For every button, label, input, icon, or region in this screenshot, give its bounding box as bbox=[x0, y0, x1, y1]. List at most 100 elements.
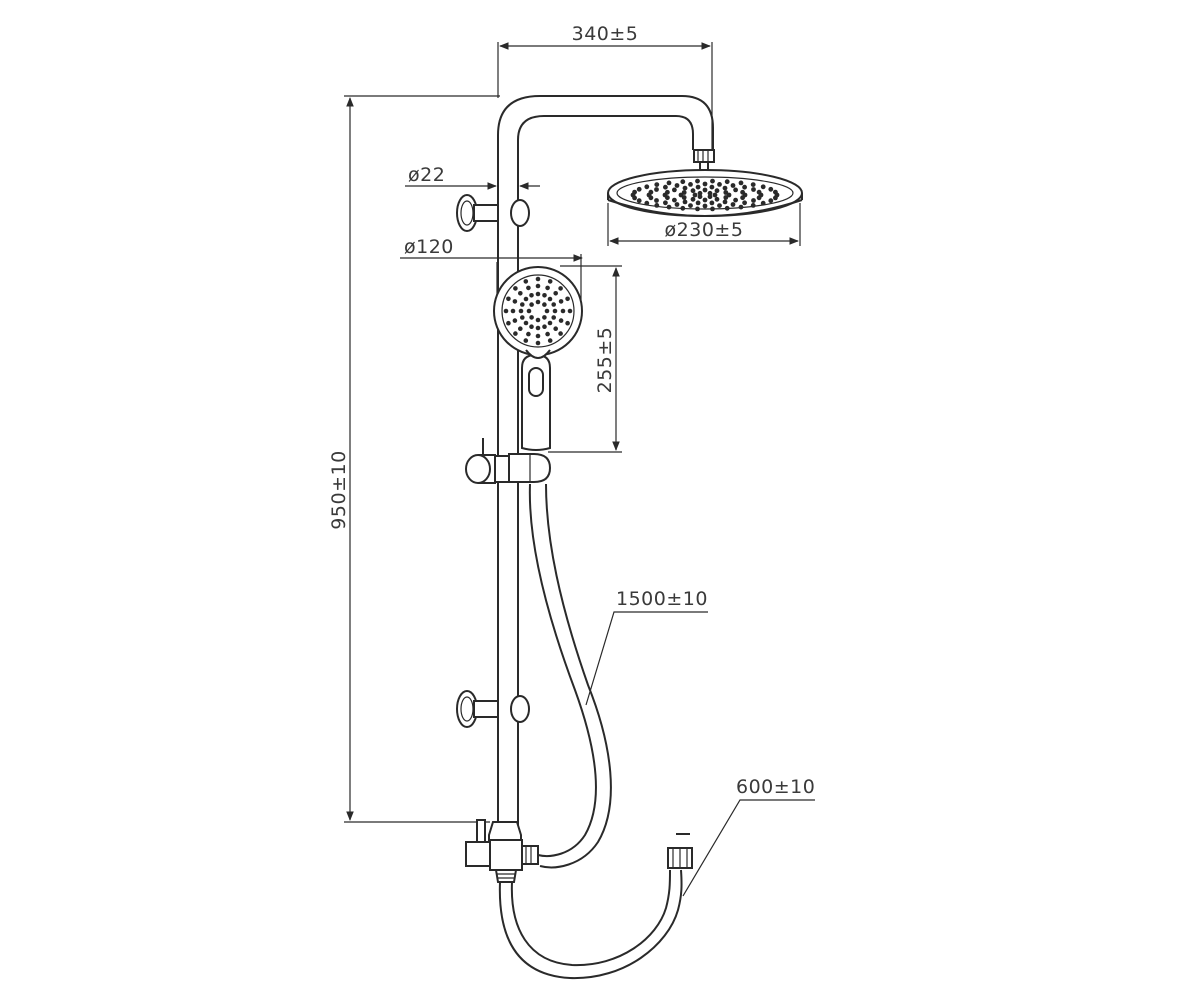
hand-nozzle bbox=[526, 331, 531, 337]
hand-nozzle bbox=[513, 286, 518, 291]
label-total-height: 950±10 bbox=[328, 450, 350, 529]
hand-nozzle bbox=[535, 299, 541, 305]
head-nozzle bbox=[674, 202, 680, 207]
head-nozzle bbox=[695, 184, 701, 190]
hand-nozzle bbox=[552, 308, 558, 314]
hand-nozzle bbox=[567, 308, 573, 314]
hand-nozzle bbox=[529, 324, 534, 330]
head-nozzle bbox=[648, 189, 654, 195]
dimension-rail-diameter: ø22 bbox=[405, 164, 540, 190]
head-nozzle bbox=[690, 196, 696, 202]
hand-nozzle bbox=[542, 315, 547, 320]
head-nozzle bbox=[636, 198, 642, 204]
head-nozzle bbox=[702, 187, 708, 193]
hand-shower-hose bbox=[528, 483, 612, 869]
head-nozzle bbox=[710, 206, 715, 212]
label-hose-short: 600±10 bbox=[736, 776, 815, 798]
hand-nozzle bbox=[544, 308, 550, 314]
hand-nozzle bbox=[529, 302, 534, 307]
head-nozzle bbox=[740, 189, 745, 195]
head-nozzle bbox=[688, 203, 693, 209]
head-nozzle bbox=[724, 179, 730, 185]
head-nozzle bbox=[751, 187, 756, 192]
hand-nozzle bbox=[535, 333, 541, 339]
head-nozzle bbox=[723, 195, 729, 200]
hand-nozzle bbox=[542, 302, 547, 307]
hand-nozzle bbox=[518, 291, 523, 296]
head-nozzle bbox=[730, 183, 736, 188]
head-nozzle bbox=[672, 187, 677, 193]
hand-nozzle bbox=[558, 299, 564, 304]
hand-nozzle bbox=[553, 326, 558, 332]
head-nozzle bbox=[722, 185, 728, 191]
label-rail-diameter: ø22 bbox=[408, 164, 445, 186]
dimension-hand-shower-diameter: ø120 bbox=[400, 236, 583, 300]
hand-nozzle bbox=[513, 331, 518, 336]
head-nozzle bbox=[750, 182, 756, 188]
hand-nozzle bbox=[535, 317, 541, 323]
head-nozzle bbox=[695, 206, 700, 212]
head-nozzle bbox=[714, 188, 720, 194]
hand-nozzle bbox=[535, 291, 541, 297]
hand-nozzle bbox=[547, 279, 553, 284]
head-nozzle bbox=[710, 178, 715, 184]
callout-hose-long: 1500±10 bbox=[585, 588, 708, 706]
hand-nozzle bbox=[535, 283, 541, 289]
head-nozzle bbox=[644, 184, 650, 190]
head-nozzle bbox=[709, 200, 715, 206]
head-nozzle bbox=[773, 189, 778, 195]
head-nozzle bbox=[750, 203, 756, 208]
head-nozzle bbox=[760, 184, 766, 190]
head-connector-nut bbox=[693, 149, 715, 171]
head-nozzle bbox=[768, 198, 774, 204]
hand-nozzle bbox=[535, 276, 541, 282]
head-nozzle bbox=[730, 202, 736, 207]
hand-nozzle bbox=[503, 308, 509, 314]
dimension-head-diameter: ø230±5 bbox=[607, 203, 801, 246]
hand-shower bbox=[493, 266, 583, 451]
head-nozzle bbox=[724, 205, 730, 211]
hand-nozzle bbox=[558, 318, 564, 323]
head-nozzle bbox=[740, 195, 745, 201]
hand-nozzle bbox=[512, 299, 518, 304]
hand-nozzle bbox=[547, 338, 553, 343]
hand-nozzle bbox=[551, 302, 556, 307]
hand-nozzle bbox=[523, 296, 529, 302]
label-hand-shower-diameter: ø120 bbox=[404, 236, 454, 258]
head-nozzle bbox=[768, 186, 774, 192]
head-nozzle bbox=[632, 189, 637, 195]
head-nozzle bbox=[751, 198, 756, 203]
head-nozzle bbox=[665, 189, 670, 195]
head-nozzle bbox=[666, 180, 672, 186]
hand-nozzle bbox=[553, 291, 558, 296]
head-nozzle bbox=[742, 184, 747, 190]
hand-nozzle bbox=[547, 320, 553, 326]
head-nozzle bbox=[692, 192, 698, 198]
head-nozzle bbox=[702, 181, 708, 187]
head-nozzle bbox=[733, 187, 738, 193]
head-nozzle bbox=[756, 189, 762, 195]
head-nozzle bbox=[690, 188, 696, 194]
hand-nozzle bbox=[523, 279, 529, 284]
head-nozzle bbox=[697, 190, 703, 196]
head-nozzle bbox=[682, 185, 688, 191]
hand-nozzle bbox=[529, 293, 534, 298]
hand-nozzle bbox=[526, 285, 531, 291]
diverter-valve bbox=[465, 819, 539, 883]
hand-nozzle bbox=[565, 296, 570, 302]
head-nozzle bbox=[697, 194, 703, 200]
head-nozzle bbox=[654, 198, 659, 203]
head-nozzle bbox=[738, 180, 744, 186]
head-nozzle bbox=[702, 197, 708, 203]
hand-nozzle bbox=[535, 340, 541, 346]
hand-shower-nozzle-pattern bbox=[503, 276, 573, 346]
head-nozzle bbox=[760, 200, 766, 206]
hand-nozzle bbox=[560, 308, 566, 314]
dimension-total-height: 950±10 bbox=[328, 95, 500, 823]
head-nozzle bbox=[680, 179, 686, 185]
head-nozzle bbox=[695, 178, 700, 184]
head-nozzle bbox=[695, 200, 701, 206]
head-nozzle bbox=[717, 203, 722, 209]
hand-nozzle bbox=[551, 315, 556, 320]
head-nozzle-pattern bbox=[630, 178, 780, 212]
